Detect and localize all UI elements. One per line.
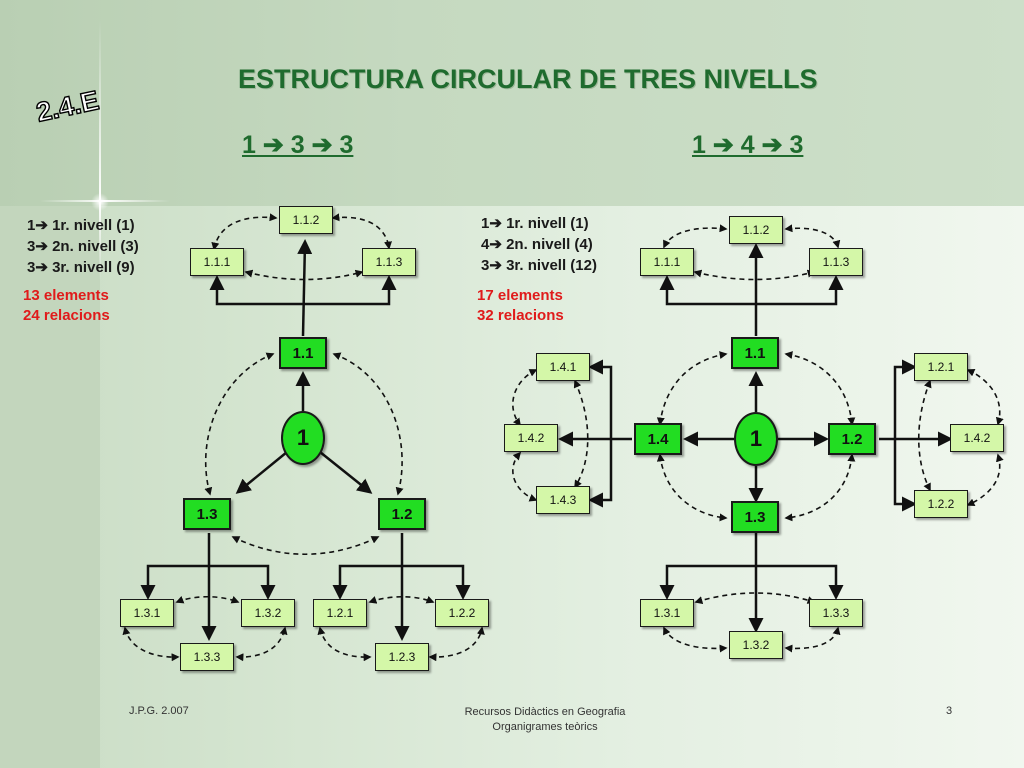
- legend-left-line-3: 3➔ 3r. nivell (9): [27, 259, 135, 276]
- legend-right-line-3: 3➔ 3r. nivell (12): [481, 257, 597, 274]
- left-node-1-3-3: 1.3.3: [180, 643, 234, 671]
- legend-left-line-1: 1➔ 1r. nivell (1): [27, 217, 135, 234]
- right-node-1-1-1: 1.1.1: [640, 248, 694, 276]
- left-node-1-3-2: 1.3.2: [241, 599, 295, 627]
- left-node-1-1-3: 1.1.3: [362, 248, 416, 276]
- legend-right-line-1: 1➔ 1r. nivell (1): [481, 215, 589, 232]
- header-band: [0, 0, 1024, 206]
- right-node-1-2-2: 1.2.2: [914, 490, 968, 518]
- left-node-1-1: 1.1: [279, 337, 327, 369]
- subtitle-left: 1 ➔ 3 ➔ 3: [242, 131, 354, 159]
- left-node-1-3-1: 1.3.1: [120, 599, 174, 627]
- right-node-1-1-2: 1.1.2: [729, 216, 783, 244]
- right-node-1-4-2: 1.4.2: [504, 424, 558, 452]
- footer-line-1: Recursos Didàctics en Geografia: [464, 706, 626, 718]
- left-node-1-3: 1.3: [183, 498, 231, 530]
- left-node-1-2-3: 1.2.3: [375, 643, 429, 671]
- right-node-1-3-1: 1.3.1: [640, 599, 694, 627]
- footer-line-2: Organigrames teòrics: [492, 721, 598, 733]
- footer-author: J.P.G. 2.007: [129, 705, 189, 717]
- right-diagram-connectors: [558, 243, 953, 633]
- right-node-1-3: 1.3: [731, 501, 779, 533]
- right-node-1-1: 1.1: [731, 337, 779, 369]
- footer-center: Recursos Didàctics en Geografia Organigr…: [380, 705, 710, 735]
- count-relations-left: 24 relacions: [23, 307, 110, 324]
- right-node-1-4: 1.4: [634, 423, 682, 455]
- right-node-1-2-1: 1.2.1: [914, 353, 968, 381]
- left-root-node: 1: [281, 411, 325, 465]
- left-node-1-2-1: 1.2.1: [313, 599, 367, 627]
- left-node-1-1-2: 1.1.2: [279, 206, 333, 234]
- right-diagram-dashed-relations: [512, 224, 1004, 653]
- slide-title: ESTRUCTURA CIRCULAR DE TRES NIVELLS: [238, 64, 818, 94]
- right-node-1-4-3: 1.4.3: [536, 486, 590, 514]
- right-node-1-2: 1.2: [828, 423, 876, 455]
- right-node-1-1-3: 1.1.3: [809, 248, 863, 276]
- count-elements-left: 13 elements: [23, 287, 109, 304]
- sparkle-decoration-vertical: [99, 20, 101, 280]
- left-node-1-2: 1.2: [378, 498, 426, 530]
- count-elements-right: 17 elements: [477, 287, 563, 304]
- subtitle-right: 1 ➔ 4 ➔ 3: [692, 131, 804, 159]
- right-node-1-3-3: 1.3.3: [809, 599, 863, 627]
- left-node-1-2-2: 1.2.2: [435, 599, 489, 627]
- right-root-node: 1: [734, 412, 778, 466]
- legend-right-line-2: 4➔ 2n. nivell (4): [481, 236, 593, 253]
- footer-page-number: 3: [946, 705, 953, 717]
- right-node-1-3-2: 1.3.2: [729, 631, 783, 659]
- right-node-1-4-1: 1.4.1: [536, 353, 590, 381]
- right-node-1-2-x: 1.4.2: [950, 424, 1004, 452]
- legend-left-line-2: 3➔ 2n. nivell (3): [27, 238, 139, 255]
- count-relations-right: 32 relacions: [477, 307, 564, 324]
- sparkle-center: [91, 193, 109, 211]
- left-diagram-dashed-relations: [122, 213, 485, 662]
- left-node-1-1-1: 1.1.1: [190, 248, 244, 276]
- left-diagram-connectors: [140, 239, 471, 641]
